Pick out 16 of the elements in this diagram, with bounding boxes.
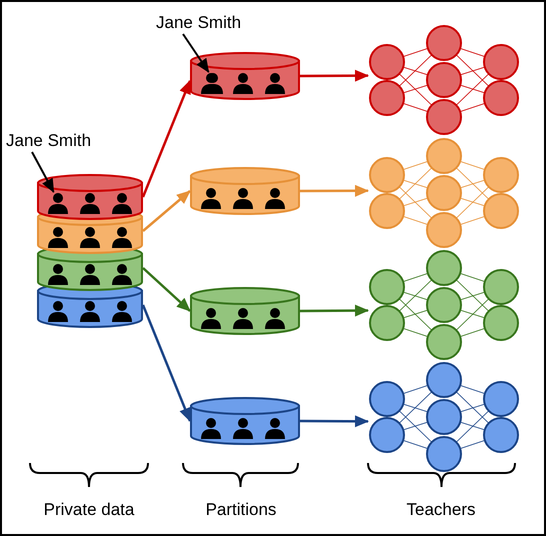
leader-arrow <box>182 33 210 73</box>
person-icon <box>47 192 69 214</box>
name-label: Jane Smith <box>6 131 92 150</box>
arrow <box>300 70 369 82</box>
arrow <box>142 80 192 198</box>
arrow <box>300 184 369 197</box>
leader-arrow <box>31 152 54 193</box>
arrow <box>300 415 369 428</box>
arrow <box>142 304 192 422</box>
name-label: Jane Smith <box>156 13 242 32</box>
group-label: Partitions <box>206 499 276 521</box>
arrow <box>142 267 191 312</box>
group-label: Teachers <box>406 499 476 521</box>
group-label: Private data <box>44 499 134 521</box>
arrow <box>300 304 369 317</box>
arrow <box>142 190 191 232</box>
